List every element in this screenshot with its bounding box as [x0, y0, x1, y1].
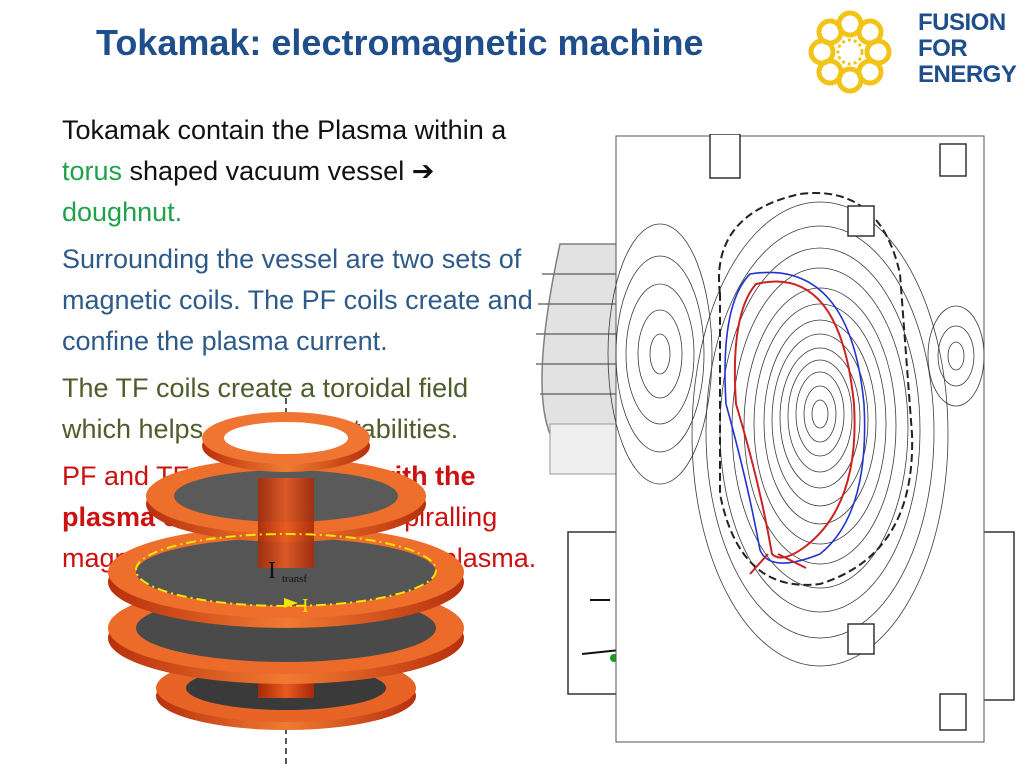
tokamak-cutaway-image — [536, 243, 621, 475]
fusion-for-energy-logo — [808, 10, 892, 94]
plasma-flux-diagram — [536, 134, 1015, 743]
logo-line-1: FUSION — [918, 9, 1006, 36]
torus-highlight: torus — [62, 156, 123, 186]
doughnut-highlight: doughnut. — [62, 197, 183, 227]
current-label: I — [302, 595, 309, 617]
paragraph-torus: Tokamak contain the Plasma within a toru… — [62, 110, 542, 233]
slide-title: Tokamak: electromagnetic machine — [96, 22, 704, 63]
pf-coil-box — [847, 623, 875, 655]
arrow-icon — [284, 598, 298, 608]
paragraph1-part2: shaped vacuum vessel — [122, 156, 412, 186]
separatrix-blue — [724, 271, 866, 564]
sunflower-icon — [808, 10, 892, 94]
pf-coil-ring — [202, 412, 370, 472]
flux-panel — [615, 135, 985, 743]
pf-coil-ring — [108, 526, 464, 628]
pf-coil-box — [939, 143, 967, 177]
separatrix-red — [733, 280, 856, 559]
current-transf-subscript: transf — [282, 573, 307, 585]
pf-coil-box — [847, 205, 875, 237]
tokamak-coils-illustration: I transf I — [108, 398, 464, 768]
logo-line-3: ENERGY — [918, 61, 1017, 88]
vessel-outline — [718, 192, 914, 586]
logo-line-2: FOR — [918, 35, 968, 62]
paragraph-coils: Surrounding the vessel are two sets of m… — [62, 244, 533, 356]
current-transf-label: I — [268, 558, 276, 584]
paragraph1-part1: Tokamak contain the Plasma within a — [62, 115, 507, 145]
logo-text: FUSION FOR ENERGY — [918, 10, 1022, 88]
arrow-icon: ➔ — [411, 156, 435, 186]
paragraph-tf-coils: The TF coils create a toroidal field whi… — [62, 373, 469, 444]
pf-coil-box — [709, 134, 741, 179]
pf-coil-box — [939, 693, 967, 731]
